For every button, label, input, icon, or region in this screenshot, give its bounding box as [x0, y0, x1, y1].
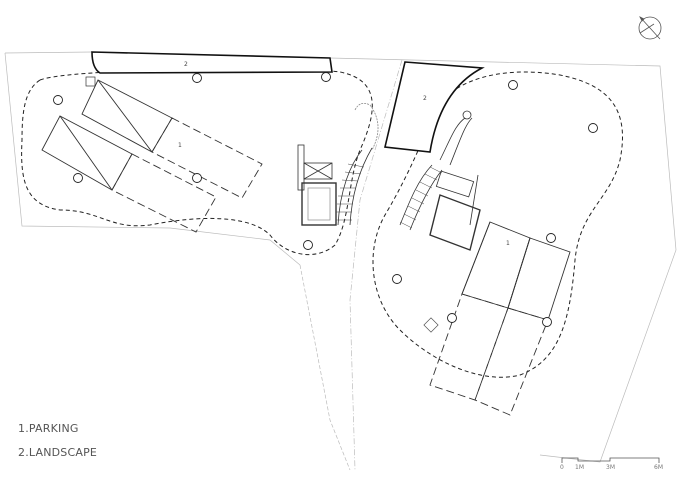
scale-tick-1m: 1M — [575, 464, 584, 471]
planter-box — [423, 317, 439, 333]
legend-landscape: 2.LANDSCAPE — [18, 446, 98, 459]
stair-core-right — [399, 110, 481, 251]
landscape-area-top — [91, 51, 333, 74]
north-arrow-icon — [638, 16, 662, 40]
stair-lines-left — [336, 163, 365, 221]
site-boundary — [4, 51, 677, 471]
stair-core-left — [297, 102, 379, 226]
parking-label-right: 1 — [506, 240, 510, 247]
landscape-label-right: 2 — [423, 95, 427, 102]
landscape-label-top: 2 — [184, 61, 188, 68]
scale-bar — [561, 457, 660, 463]
small-square — [85, 76, 96, 87]
building-outline-right — [372, 71, 623, 378]
parking-label-left: 1 — [178, 142, 182, 149]
stair-lines-right — [399, 166, 443, 229]
tree-circles — [53, 72, 598, 327]
scale-tick-6m: 6M — [654, 464, 663, 471]
scale-tick-3m: 3M — [606, 464, 615, 471]
landscape-area-right — [384, 61, 485, 153]
legend-parking: 1.PARKING — [18, 422, 79, 435]
scale-tick-0: 0 — [560, 464, 564, 471]
parking-left — [41, 79, 263, 233]
